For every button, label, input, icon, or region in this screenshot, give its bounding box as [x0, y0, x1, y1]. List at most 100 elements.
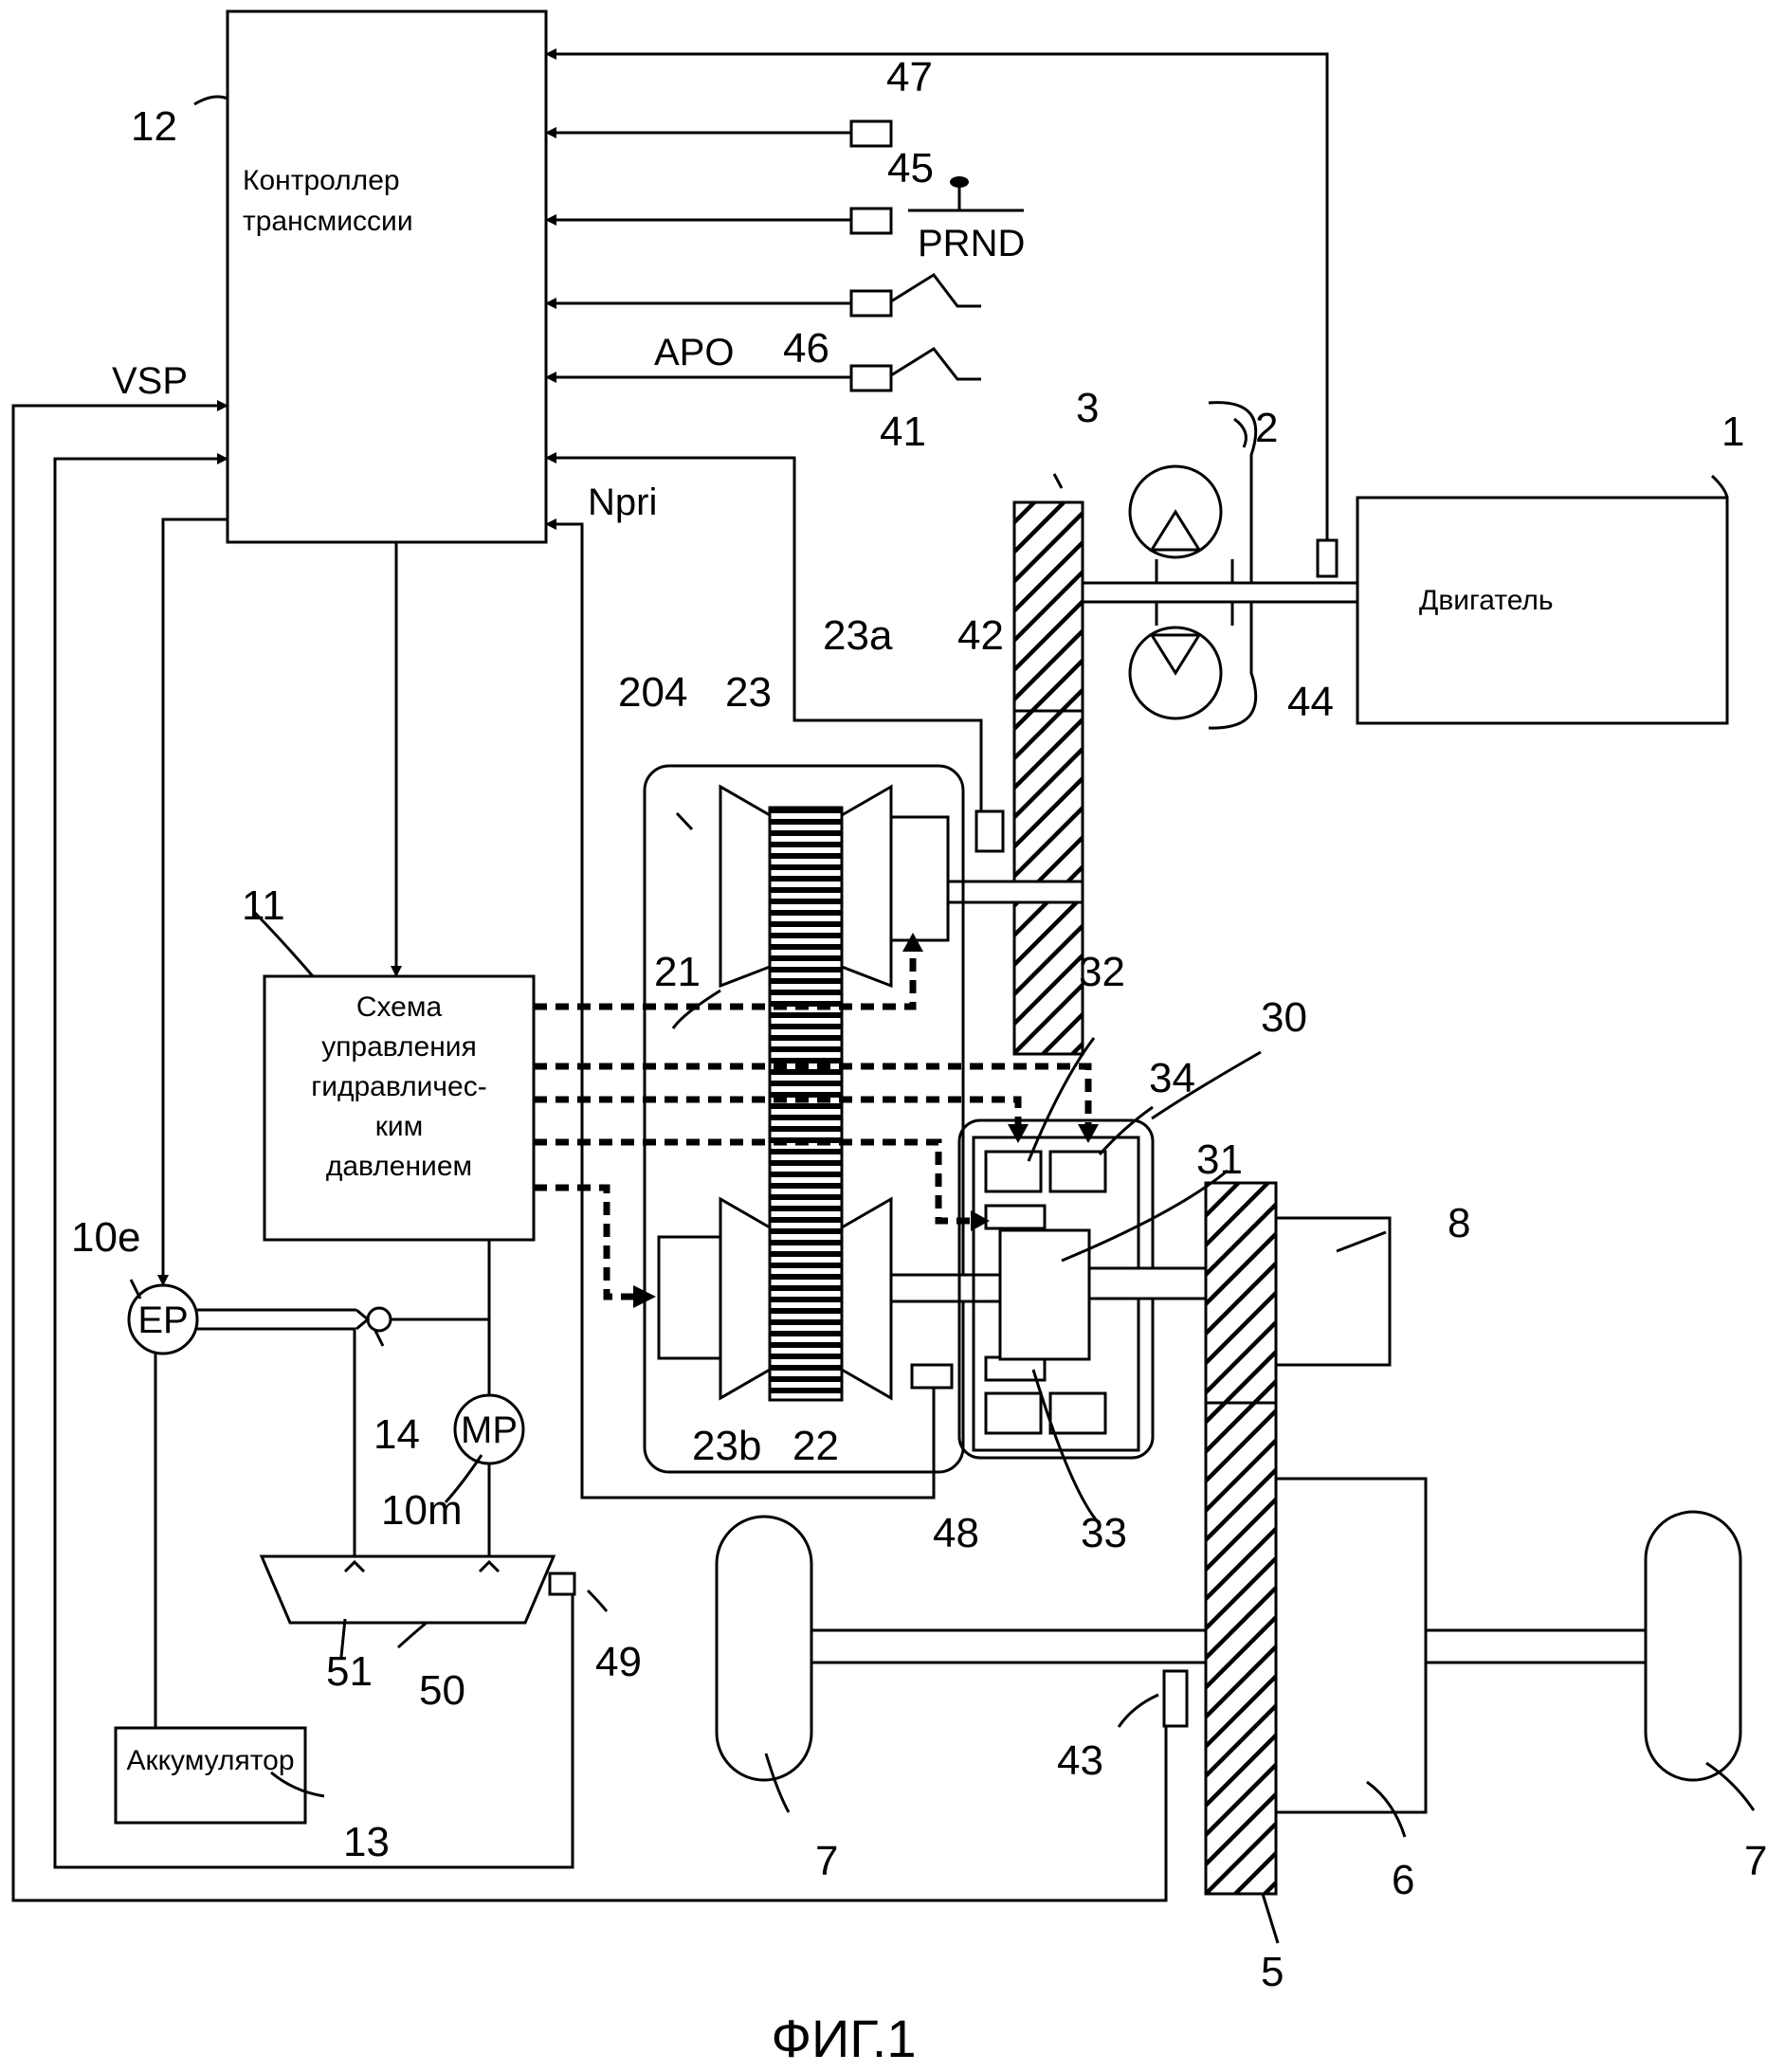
hydraulic-line-to-23a [534, 946, 917, 1010]
oil-pan-50 [259, 1554, 556, 1625]
gear-5 [1204, 1181, 1278, 1896]
arrow-to-34 [1078, 1124, 1099, 1143]
signal-line-44 [545, 48, 1329, 540]
block-8 [1274, 1216, 1392, 1367]
sensor-46 [849, 289, 893, 318]
prnd-label: PRND [918, 223, 1025, 264]
right-axle [1424, 1628, 1651, 1664]
secondary-shaft [889, 1273, 1002, 1303]
left-axle [810, 1628, 1208, 1664]
npri-signal-label: Npri [588, 482, 657, 523]
hydraulic-control-circuit-block: Схема управления гидравличес- ким давлен… [263, 974, 536, 1242]
controller-label-line1: Контроллер [243, 165, 400, 196]
ref-49: 49 [595, 1639, 642, 1685]
control-line-to-ep [157, 518, 228, 1286]
arrow-to-32 [1008, 1124, 1029, 1143]
clutch-34 [1048, 1150, 1107, 1193]
differential-6 [1274, 1477, 1428, 1814]
ref-23b: 23b [692, 1423, 761, 1469]
leader-lines [129, 95, 1756, 1944]
signal-line-48 [545, 518, 936, 1499]
secondary-cylinder-23b [657, 1235, 722, 1360]
sensor-43 [1162, 1669, 1189, 1728]
primary-cylinder-23a [889, 815, 950, 942]
sensor-45 [849, 207, 893, 235]
ref-23a: 23a [823, 612, 893, 659]
ref-21: 21 [654, 949, 701, 995]
signal-line-43 [11, 400, 1168, 1902]
check-valve-14 [355, 1306, 392, 1333]
ref-11: 11 [242, 882, 285, 929]
ref-13: 13 [343, 1819, 390, 1865]
output-shaft [1087, 1266, 1208, 1300]
clutch-bottom-right [1048, 1391, 1107, 1435]
ref-30: 30 [1261, 994, 1307, 1041]
hydraulic-line-to-23b [534, 1184, 641, 1300]
accelerator-pedal-icon [890, 347, 981, 381]
electric-pump: EP [127, 1283, 199, 1355]
figure-caption: ФИГ.1 [771, 2008, 916, 2068]
hydraulic-label-1: Схема [356, 991, 443, 1023]
ep-label: EP [137, 1300, 188, 1341]
ref-12: 12 [131, 103, 177, 150]
hydraulic-line-to-32 [534, 1096, 1022, 1128]
ref-7-right: 7 [1744, 1838, 1767, 1884]
ref-51: 51 [326, 1648, 373, 1695]
ref-14: 14 [373, 1411, 420, 1458]
torque-converter-2 [1128, 401, 1258, 730]
ref-7-left: 7 [815, 1838, 838, 1884]
engine-label: Двигатель [1419, 585, 1554, 616]
belt-23 [768, 806, 844, 1402]
planetary-gear-31 [998, 1228, 1091, 1361]
hydraulic-label-5: давлением [326, 1151, 472, 1182]
arrow-to-23b [633, 1285, 656, 1308]
ref-22: 22 [792, 1423, 839, 1469]
sensor-49 [548, 1572, 576, 1596]
mp-label: MP [461, 1409, 518, 1451]
apo-signal-label: APO [654, 332, 734, 373]
hydraulic-line-to-34 [534, 1063, 1092, 1128]
ref-10e: 10e [71, 1214, 140, 1261]
signal-line-42 [545, 452, 983, 817]
primary-pulley-21-fixed [719, 784, 772, 989]
brake-32 [984, 1150, 1043, 1193]
sensor-48 [910, 1363, 954, 1390]
arrow-to-23a [902, 933, 923, 952]
gear-3 [1012, 500, 1084, 1056]
ref-10m: 10m [381, 1487, 463, 1534]
ref-23: 23 [725, 669, 772, 716]
clutch-bottom-left [984, 1391, 1043, 1435]
mechanical-pump: MP [453, 1393, 525, 1465]
controller-label-line2: трансмиссии [243, 206, 413, 237]
hydraulic-label-3: гидравличес- [311, 1071, 486, 1102]
engine-block: Двигатель [1356, 496, 1729, 725]
sensor-42 [974, 809, 1005, 853]
arrow-to-31 [971, 1210, 990, 1231]
ref-43: 43 [1057, 1737, 1103, 1784]
ref-50: 50 [419, 1667, 465, 1714]
transmission-controller-block: Контроллер трансмиссии [226, 9, 548, 544]
accumulator-label: Аккумулятор [126, 1745, 294, 1776]
sensor-47 [849, 119, 893, 148]
ref-42: 42 [957, 612, 1004, 659]
ref-5: 5 [1261, 1949, 1284, 1995]
vsp-signal-label: VSP [112, 360, 188, 402]
hydraulic-label-4: ким [375, 1111, 424, 1142]
ref-8: 8 [1448, 1200, 1470, 1246]
brake-pedal-icon [890, 273, 981, 308]
ref-46: 46 [783, 325, 829, 372]
strainer-51b [478, 1559, 501, 1573]
ref-33: 33 [1081, 1510, 1127, 1556]
ref-204: 204 [618, 669, 687, 716]
right-wheel-7 [1644, 1510, 1742, 1782]
ref-45: 45 [887, 145, 934, 191]
ref-3: 3 [1076, 385, 1099, 431]
left-wheel-7 [715, 1515, 813, 1782]
primary-pulley-21-movable [840, 784, 893, 989]
ref-41: 41 [880, 409, 926, 455]
secondary-pulley-22-movable [840, 1196, 893, 1401]
signal-line-49 [53, 453, 574, 1869]
ref-48: 48 [933, 1510, 979, 1556]
pipe-ep-suction [197, 1327, 356, 1559]
ref-44: 44 [1287, 679, 1334, 725]
